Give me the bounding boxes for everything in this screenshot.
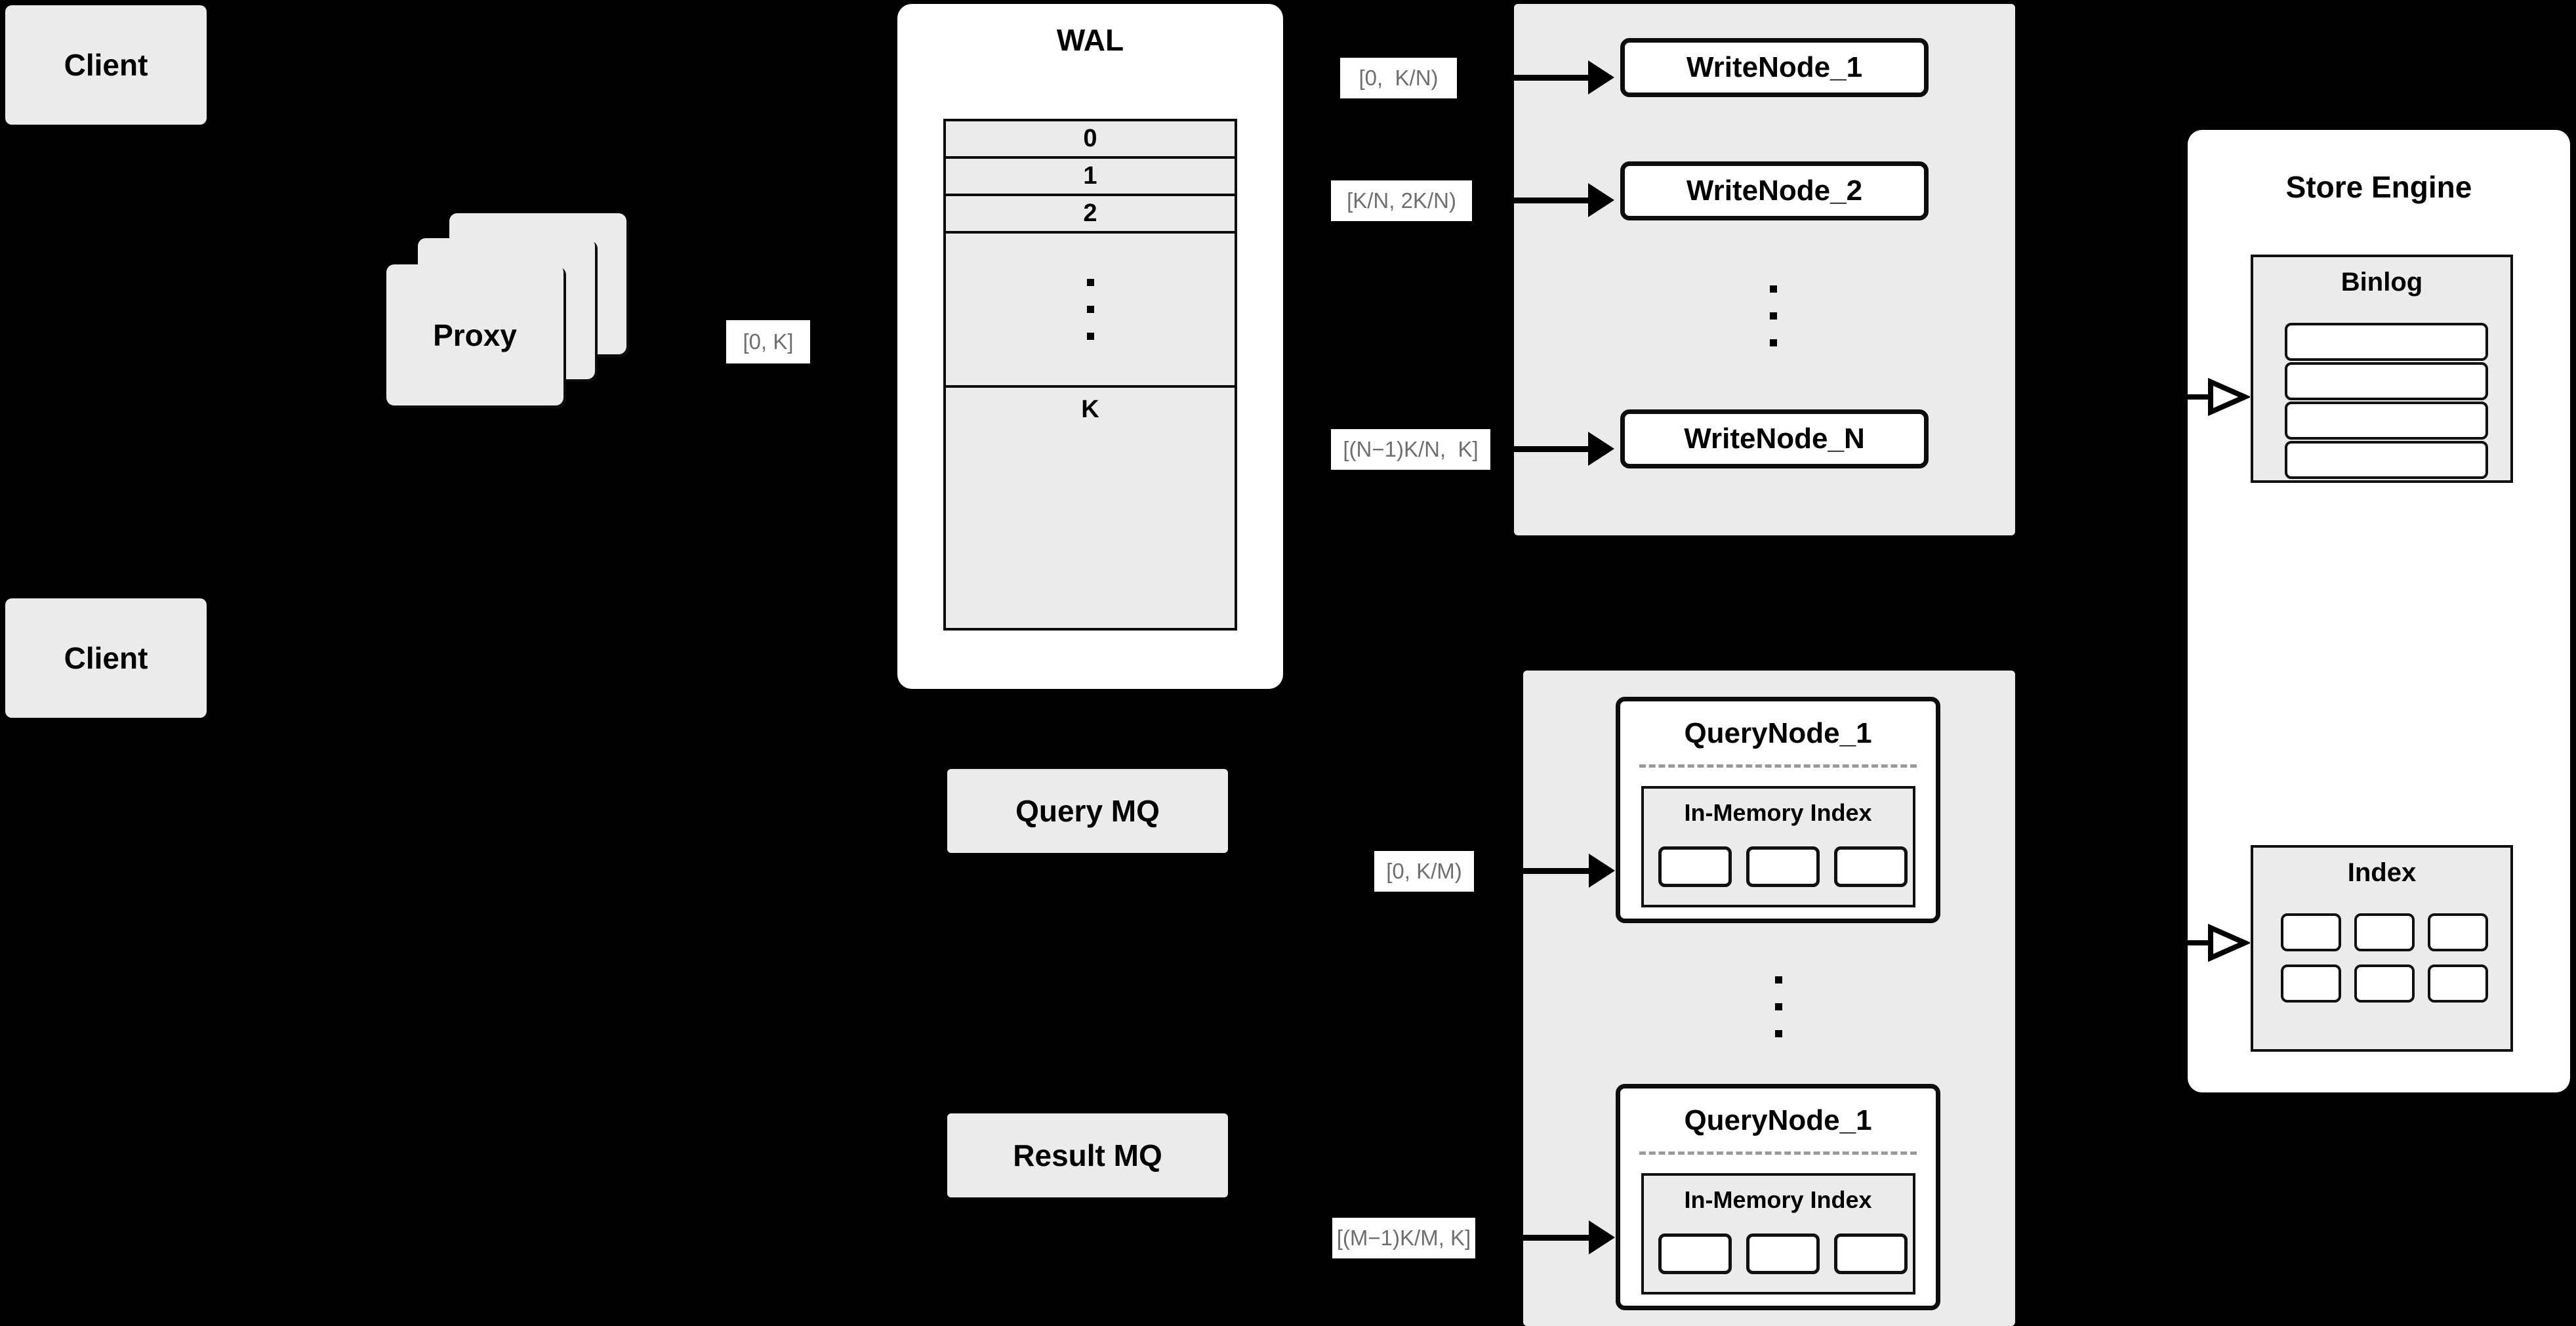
- arrow-to-query-node-2: [1475, 1235, 1589, 1241]
- write-node-ellipsis: [1763, 266, 1783, 365]
- wal-row-ellipsis: [946, 234, 1235, 388]
- wal-title: WAL: [1056, 23, 1124, 57]
- query-node-1[interactable]: QueryNode_1 In-Memory Index: [1616, 697, 1940, 923]
- wal-row[interactable]: 1: [946, 159, 1235, 196]
- proxy-stack[interactable]: Proxy: [377, 213, 666, 436]
- arrow-to-index: [2165, 920, 2250, 966]
- index-title: Index: [2347, 858, 2417, 887]
- index-cell[interactable]: [2354, 913, 2415, 951]
- index-cell[interactable]: [2428, 964, 2488, 1003]
- store-engine-container: Store Engine Binlog Index: [2188, 130, 2570, 1092]
- proxy-card-front[interactable]: Proxy: [386, 264, 563, 405]
- arrow-head-write-node-1: [1588, 60, 1614, 94]
- binlog-row[interactable]: [2285, 362, 2488, 400]
- index-cell[interactable]: [1833, 1233, 1908, 1274]
- query-mq-label: Query MQ: [1015, 794, 1160, 828]
- wal-row[interactable]: K: [1081, 396, 1099, 423]
- binlog-row[interactable]: [2285, 402, 2488, 440]
- query-node-group: QueryNode_1 In-Memory Index QueryNode_1 …: [1523, 671, 2015, 1326]
- index-cell[interactable]: [2354, 964, 2415, 1003]
- client-box-2[interactable]: Client: [5, 598, 207, 718]
- interval-label-proxy: [0, K]: [726, 320, 810, 363]
- client-box-1[interactable]: Client: [5, 5, 207, 125]
- wal-row[interactable]: 2: [946, 196, 1235, 234]
- interval-label-writenode-n: [(N−1)K/N, K]: [1331, 429, 1490, 470]
- query-node-ellipsis: [1768, 953, 1788, 1061]
- arrow-to-query-node-1: [1474, 868, 1589, 874]
- proxy-label: Proxy: [433, 318, 517, 352]
- query-node-divider: [1639, 764, 1917, 768]
- binlog-title: Binlog: [2341, 268, 2423, 297]
- client-label: Client: [64, 641, 148, 675]
- interval-label-querynode-2: [(M−1)K/M, K]: [1332, 1218, 1475, 1258]
- index-cell[interactable]: [1833, 846, 1908, 887]
- binlog-group: Binlog: [2251, 255, 2513, 483]
- arrow-to-write-node-1: [1457, 75, 1588, 81]
- in-memory-index-title: In-Memory Index: [1684, 1186, 1872, 1213]
- write-node-n[interactable]: WriteNode_N: [1620, 409, 1929, 468]
- in-memory-index-title: In-Memory Index: [1684, 799, 1872, 826]
- arrow-head-write-node-n: [1588, 432, 1614, 466]
- write-node-1[interactable]: WriteNode_1: [1620, 38, 1929, 97]
- arrow-head-write-node-2: [1588, 183, 1614, 217]
- wal-rows: 0 1 2 K: [943, 119, 1237, 631]
- result-mq-label: Result MQ: [1013, 1138, 1162, 1172]
- in-memory-index-group: In-Memory Index: [1641, 1173, 1915, 1295]
- index-cell[interactable]: [2281, 964, 2341, 1003]
- query-node-title: QueryNode_1: [1684, 1104, 1872, 1136]
- index-cell[interactable]: [2428, 913, 2488, 951]
- interval-label-writenode-2: [K/N, 2K/N): [1331, 180, 1472, 221]
- index-cell[interactable]: [1658, 1233, 1732, 1274]
- index-cell[interactable]: [1746, 1233, 1820, 1274]
- arrow-to-write-node-n: [1490, 446, 1588, 452]
- client-label: Client: [64, 48, 148, 82]
- index-group: Index: [2251, 845, 2513, 1052]
- query-node-title: QueryNode_1: [1684, 717, 1872, 749]
- wal-row[interactable]: 0: [946, 121, 1235, 159]
- interval-label-querynode-1: [0, K/M): [1374, 851, 1474, 892]
- arrow-to-binlog: [2165, 374, 2250, 420]
- interval-label-writenode-1: [0, K/N): [1340, 58, 1457, 98]
- arrow-head-query-node-1: [1589, 854, 1615, 888]
- write-node-2[interactable]: WriteNode_2: [1620, 161, 1929, 220]
- binlog-row[interactable]: [2285, 441, 2488, 479]
- result-mq-box[interactable]: Result MQ: [947, 1113, 1228, 1197]
- in-memory-index-group: In-Memory Index: [1641, 786, 1915, 907]
- query-node-2[interactable]: QueryNode_1 In-Memory Index: [1616, 1084, 1940, 1310]
- binlog-row[interactable]: [2285, 323, 2488, 361]
- index-cell[interactable]: [2281, 913, 2341, 951]
- store-engine-title: Store Engine: [2285, 170, 2472, 204]
- query-node-divider: [1639, 1151, 1917, 1155]
- arrow-head-query-node-2: [1589, 1220, 1615, 1254]
- query-mq-box[interactable]: Query MQ: [947, 769, 1228, 853]
- wal-container: WAL 0 1 2 K: [897, 4, 1283, 689]
- arrow-to-write-node-2: [1472, 197, 1588, 203]
- index-cell[interactable]: [1658, 846, 1732, 887]
- index-cell[interactable]: [1746, 846, 1820, 887]
